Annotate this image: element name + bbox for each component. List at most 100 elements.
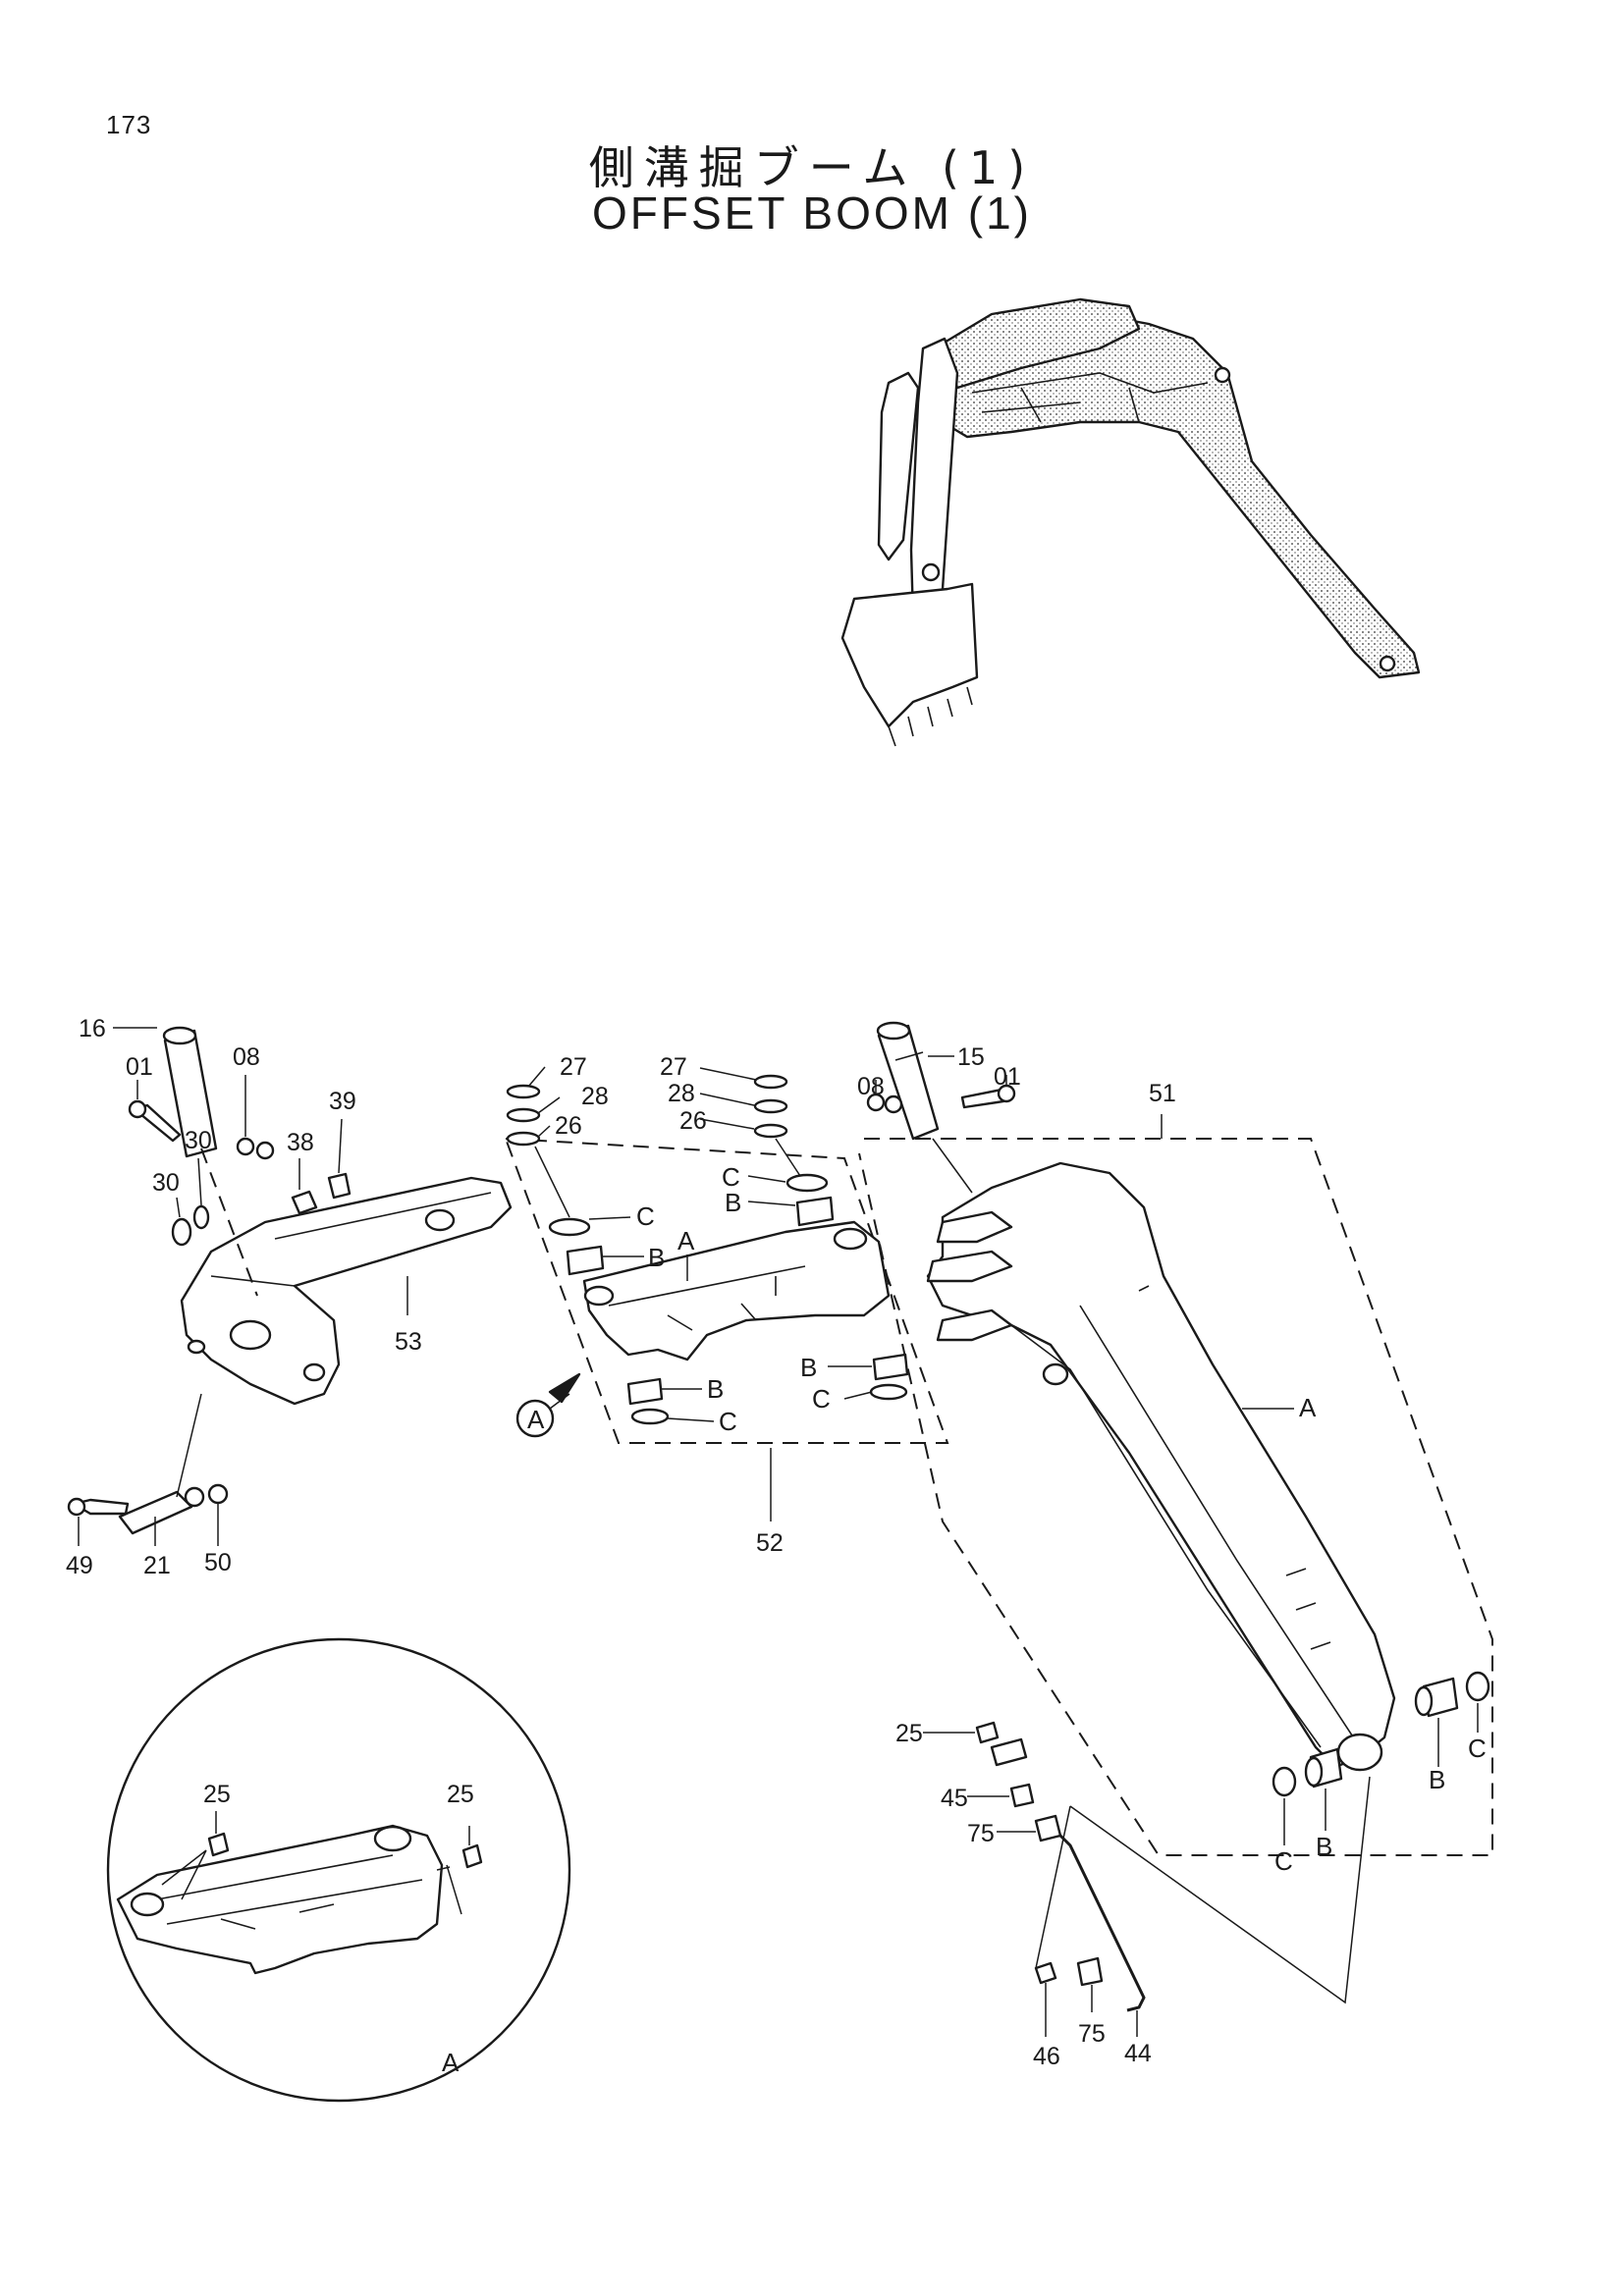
overview-bucket [840,582,979,728]
callout-15: 15 [957,1043,985,1071]
bushing-b-upper-left [566,1245,605,1276]
bolt-49-head [67,1497,86,1517]
letter-b-lower-left: B [707,1374,724,1404]
overview-bucket-teeth [888,686,973,747]
pin-21 [118,1490,193,1535]
shim-26-b [753,1123,788,1139]
detail-fitting-right [461,1843,483,1869]
shim-28-b [753,1098,788,1114]
boom-51-edge [1010,1305,1361,1748]
callout-50: 50 [204,1549,232,1576]
leader-27-b [699,1067,757,1081]
bushing-c-foot-right [1465,1671,1490,1702]
pin-15-axis [932,1138,973,1194]
detail-link-edges [156,1854,423,1930]
leader-27-a [527,1066,546,1088]
callout-28-a: 28 [581,1083,609,1110]
nut-50 [207,1483,229,1505]
callout-25-main: 25 [895,1720,923,1747]
shim-30-b [192,1204,210,1230]
fitting-75-upper [1034,1814,1062,1842]
center-group-leaders [527,1066,873,1522]
letter-c-foot-left: C [1274,1846,1293,1876]
leader-26a-to-c [534,1146,570,1218]
fitting-38 [291,1190,318,1215]
nut-08-right-a [866,1093,886,1112]
bushing-c-upper-right [785,1173,829,1193]
callout-30-a: 30 [152,1169,180,1197]
overview-offset-section [941,297,1141,390]
view-a-marker-label: A [527,1405,545,1434]
callout-30-b: 30 [185,1127,212,1154]
callout-08-right: 08 [857,1073,885,1100]
pipe-route-lines [1035,1776,1371,2004]
boom-51-dashed-frame [858,1138,1493,1856]
shim-30-a [171,1217,192,1247]
fitting-75-lower [1076,1956,1104,1987]
callout-26-a: 26 [555,1112,582,1140]
bushing-c-upper-left [548,1217,591,1237]
boom-51-group [858,1021,1493,2012]
pipe-44 [1058,1834,1146,2012]
callout-25-detail-left: 25 [203,1781,231,1808]
page-title-japanese: 側溝掘ブーム (1) [588,141,1036,194]
leader-c-lower-right [843,1391,873,1400]
callout-08-left: 08 [233,1043,260,1071]
fitting-body-25 [990,1737,1028,1767]
shim-26-a [506,1131,541,1147]
callout-27-a: 27 [560,1053,587,1081]
letter-b-upper-left: B [648,1243,665,1272]
leader-30-b [197,1157,202,1206]
boom-lug-lower [936,1308,1013,1342]
callout-28-b: 28 [668,1080,695,1107]
bracket-53-hole [302,1362,326,1382]
bushing-c-lower-right [869,1383,908,1401]
detail-view-a [106,1637,571,2103]
view-a-marker-circle [515,1399,555,1438]
callout-49: 49 [66,1552,93,1579]
letter-b-lower-right: B [800,1353,817,1382]
bracket-53-top-edge [210,1192,492,1287]
bushing-c-lower-left [630,1408,670,1425]
letter-c-lower-right: C [812,1384,831,1414]
callout-53: 53 [395,1328,422,1356]
boom-51-body [926,1161,1396,1769]
leader-28-b [699,1093,755,1106]
overview-boom-shaded [936,310,1421,679]
callout-44: 44 [1124,2040,1152,2067]
letter-b-foot-left: B [1316,1832,1332,1861]
overview-linkage [971,372,1209,423]
letter-c-foot-right: C [1468,1734,1487,1763]
pin-15-groove [894,1051,924,1061]
callout-52: 52 [756,1529,784,1557]
detail-hole-left [130,1892,165,1917]
boom-a-label: A [1299,1393,1317,1422]
link-52-group [504,1074,949,1444]
leader-c-upper-left [588,1216,631,1220]
bolt-01-left-head [128,1099,147,1119]
callout-75-lower: 75 [1078,2020,1106,2048]
shim-28-a [506,1107,541,1123]
detail-link-body [116,1824,444,1975]
callout-25-detail-right: 25 [447,1781,474,1808]
link-52-detail [608,1265,806,1331]
offset-bracket-group [67,1026,513,1535]
leader-b-upper-right [747,1201,796,1206]
detail-leaders [161,1811,470,1915]
overview-pin [1214,366,1231,384]
bushing-b-upper-right [795,1196,835,1227]
fitting-45 [1009,1783,1035,1808]
right-group-leaders [875,1055,1479,2037]
center-a-label: A [677,1226,695,1255]
overview-arm-cylinder [877,371,920,561]
callout-39: 39 [329,1088,356,1115]
pin-16-head [162,1026,197,1045]
callout-38: 38 [287,1129,314,1156]
callout-labels: 16 01 08 39 38 30 30 53 49 21 50 27 28 2… [66,1015,1176,2070]
callout-45: 45 [941,1785,968,1812]
nut-08-left-a [236,1137,255,1156]
boom-lug-middle [926,1250,1013,1283]
bushing-b-lower-right [872,1353,909,1381]
letter-labels: A A A A C B C B B C B C B C B C [442,1162,1487,2077]
